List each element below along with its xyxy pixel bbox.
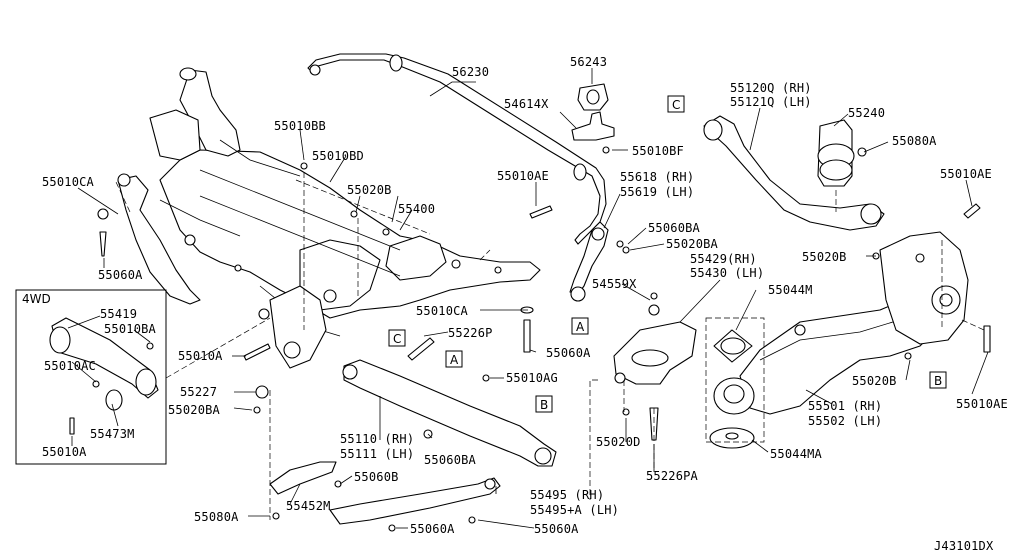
ref-marker-c-2: C <box>667 95 685 113</box>
label-55080a-bot: 55080A <box>194 510 239 524</box>
label-55060a-bot1: 55060A <box>410 522 455 536</box>
toe-link-55429 <box>613 304 697 441</box>
label-55010ca-left: 55010CA <box>42 175 95 189</box>
label-55060ba-bot: 55060BA <box>424 453 477 467</box>
label-55020b-top: 55020B <box>347 183 392 197</box>
label-55060a-left: 55060A <box>98 268 143 282</box>
stabilizer-link <box>569 221 630 302</box>
label-55110: 55110 (RH) <box>340 432 414 446</box>
label-55010bd: 55010BD <box>312 149 364 163</box>
label-55121q: 55121Q (LH) <box>730 95 812 109</box>
label-55010ae-right2: 55010AE <box>956 397 1008 411</box>
label-55060ba-top: 55060BA <box>648 221 701 235</box>
svg-text:C: C <box>672 98 680 112</box>
lateral-link-55495 <box>329 477 501 532</box>
upper-arm-55120q <box>703 115 885 231</box>
spring-seat-lower <box>709 377 755 449</box>
ref-marker-a-2: A <box>445 350 463 368</box>
label-55044ma: 55044MA <box>770 447 823 461</box>
rear-knuckle <box>879 231 969 345</box>
label-55020ba-mid: 55020BA <box>168 403 221 417</box>
label-55227: 55227 <box>180 385 217 399</box>
bolts <box>97 162 991 416</box>
label-55020ba-top: 55020BA <box>666 237 719 251</box>
bracket-55452m <box>269 461 342 520</box>
label-55010ca-mid: 55010CA <box>416 304 469 318</box>
ref-marker-c-1: C <box>388 329 406 347</box>
label-55120q: 55120Q (RH) <box>730 81 812 95</box>
assembly-lines <box>115 172 985 520</box>
label-55060a-mid: 55060A <box>546 346 591 360</box>
label-55619: 55619 (LH) <box>620 185 694 199</box>
label-55020b-mid: 55020B <box>802 250 847 264</box>
label-55473m: 55473M <box>90 427 135 441</box>
svg-text:C: C <box>393 332 401 346</box>
label-55429: 55429(RH) <box>690 252 757 266</box>
diagram-code: J43101DX <box>934 539 994 553</box>
ref-marker-b-1: B <box>535 395 553 413</box>
part-labels: 56230 56243 54614X 55010BF 55010AE 55618… <box>42 55 1008 553</box>
stabilizer-bar <box>307 53 607 245</box>
label-55010a-inset: 55010A <box>42 445 87 459</box>
label-55020b-right: 55020B <box>852 374 897 388</box>
label-55010ae-right: 55010AE <box>940 167 992 181</box>
label-55430: 55430 (LH) <box>690 266 764 280</box>
label-55060a-bot2: 55060A <box>534 522 579 536</box>
svg-text:A: A <box>576 320 585 334</box>
label-55010a-mid: 55010A <box>178 349 223 363</box>
label-56243: 56243 <box>570 55 607 69</box>
label-55452m: 55452M <box>286 499 331 513</box>
svg-text:B: B <box>540 398 548 412</box>
label-55111: 55111 (LH) <box>340 447 414 461</box>
inset-link-55419 <box>49 317 159 435</box>
label-55010ba-inset: 55010BA <box>104 322 157 336</box>
label-55080a-top: 55080A <box>892 134 937 148</box>
label-55400: 55400 <box>398 202 435 216</box>
label-55495: 55495 (RH) <box>530 488 604 502</box>
lower-link-55110 <box>342 359 557 467</box>
label-55010bf: 55010BF <box>632 144 684 158</box>
label-55060b: 55060B <box>354 470 399 484</box>
label-55226p: 55226P <box>448 326 493 340</box>
inset-4wd: 4WD <box>15 289 167 465</box>
stabilizer-clamp <box>571 111 615 154</box>
ref-marker-a-1: A <box>571 317 589 335</box>
label-55010ac: 55010AC <box>44 359 96 373</box>
svg-text:A: A <box>450 353 459 367</box>
svg-text:B: B <box>934 374 942 388</box>
label-55044m: 55044M <box>768 283 813 297</box>
label-54559x: 54559X <box>592 277 637 291</box>
label-55495a: 55495+A (LH) <box>530 503 619 517</box>
inset-title: 4WD <box>22 292 51 306</box>
label-54614x: 54614X <box>504 97 549 111</box>
label-55618: 55618 (RH) <box>620 170 694 184</box>
leader-lines <box>67 68 989 529</box>
ref-marker-b-2: B <box>929 371 947 389</box>
label-56230: 56230 <box>452 65 489 79</box>
label-55226pa: 55226PA <box>646 469 699 483</box>
rear-subframe <box>117 67 541 369</box>
label-55501: 55501 (RH) <box>808 399 882 413</box>
stabilizer-bushing <box>577 83 609 111</box>
label-55010bb: 55010BB <box>274 119 326 133</box>
bump-stop-55240 <box>817 119 867 187</box>
label-55419: 55419 <box>100 307 137 321</box>
label-55010ag: 55010AG <box>506 371 558 385</box>
label-55240: 55240 <box>848 106 885 120</box>
label-55502: 55502 (LH) <box>808 414 882 428</box>
label-55020d: 55020D <box>596 435 641 449</box>
spring-seat-upper <box>713 329 753 363</box>
label-55010ae-top: 55010AE <box>497 169 549 183</box>
